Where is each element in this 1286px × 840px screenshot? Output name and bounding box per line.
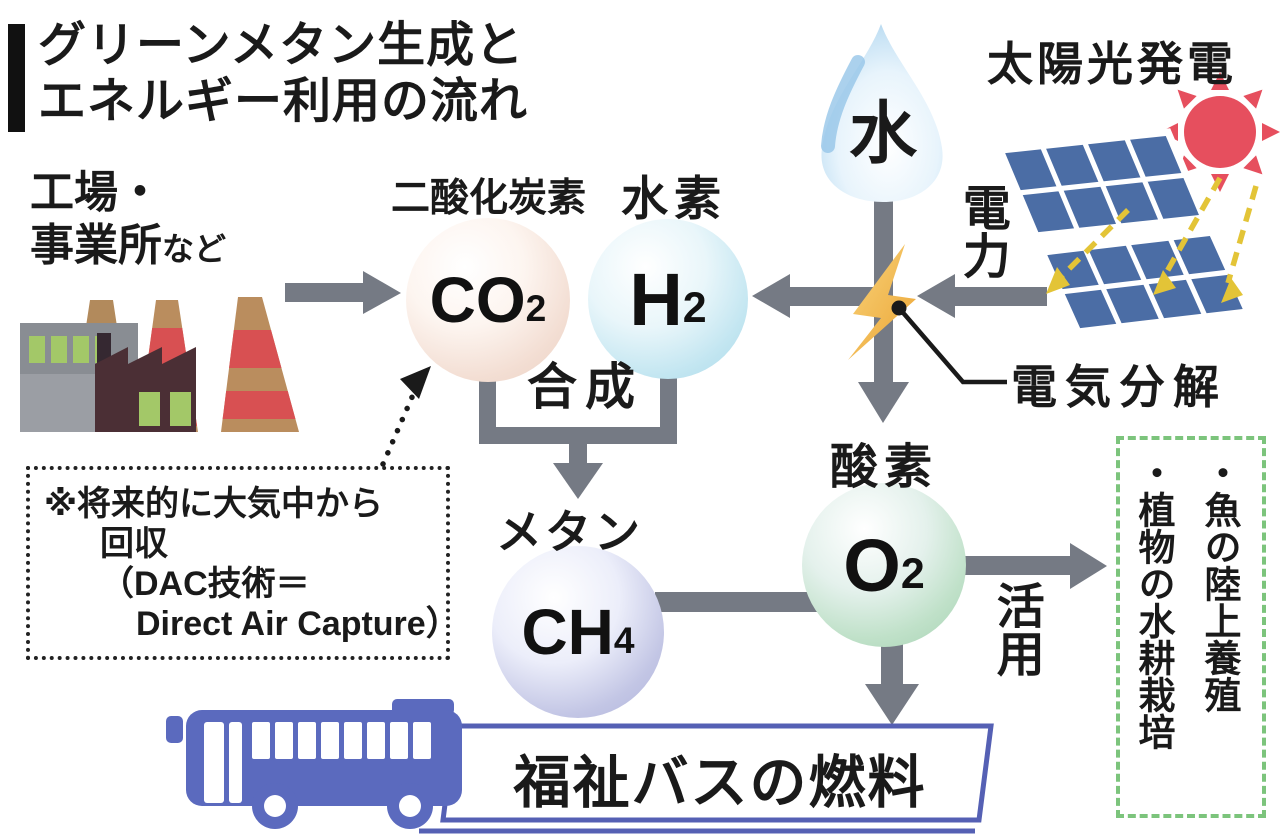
synthesis-label: 合成 bbox=[527, 359, 643, 415]
solar-power-label: 太陽光発電 bbox=[987, 38, 1237, 90]
title-line2: エネルギー利用の流れ bbox=[38, 75, 529, 128]
electric-power-label: 電力 bbox=[954, 183, 1008, 279]
co2-name-label: 二酸化炭素 bbox=[391, 177, 587, 220]
dac-note-line4: Direct Air Capture） bbox=[136, 605, 460, 643]
title-accent-bar bbox=[8, 24, 25, 132]
arrow-electrolysis-to-h2 bbox=[752, 274, 885, 318]
ch4-name-label: メタン bbox=[496, 506, 643, 558]
bus-icon bbox=[166, 699, 462, 829]
fuel-box-label: 福祉バスの燃料 bbox=[513, 751, 927, 815]
arrow-factory-to-co2 bbox=[285, 271, 401, 314]
dac-note-line2: 回収 bbox=[100, 525, 168, 563]
oxygen-use-item-hydroponics: ・植物の水耕栽培 bbox=[1133, 454, 1174, 750]
factory-icon bbox=[20, 297, 299, 432]
h2-name-label: 水素 bbox=[621, 172, 727, 225]
solar-panel-icon bbox=[994, 128, 1259, 336]
utilization-label: 活用 bbox=[988, 581, 1042, 677]
page-title: グリーンメタン生成と エネルギー利用の流れ bbox=[38, 18, 528, 130]
water-drop-icon bbox=[821, 24, 943, 202]
oxygen-use-box: ・魚の陸上養殖 ・植物の水耕栽培 bbox=[1116, 436, 1266, 818]
factory-label: 工場・ 事業所など bbox=[30, 168, 227, 270]
o2-name-label: 酸素 bbox=[830, 441, 939, 494]
dac-note-line1: ※将来的に大気中から bbox=[44, 485, 384, 523]
electrolysis-label: 電気分解 bbox=[1011, 361, 1227, 413]
lightning-icon bbox=[848, 244, 1007, 385]
oxygen-use-item-aquaculture: ・魚の陸上養殖 bbox=[1199, 454, 1240, 713]
sunlight-arrows bbox=[1060, 176, 1259, 284]
connector-synthesis bbox=[479, 370, 677, 499]
arrow-o2-to-use bbox=[960, 543, 1107, 589]
dac-note-line3: （DAC技術＝ bbox=[100, 565, 310, 603]
arrow-solar-to-electrolysis bbox=[917, 274, 1047, 318]
dac-note-box: ※将来的に大気中から 回収 （DAC技術＝ Direct Air Capture… bbox=[26, 466, 460, 660]
dotted-arrow-dac-to-co2 bbox=[380, 366, 431, 467]
water-label: 水 bbox=[848, 96, 917, 172]
title-line1: グリーンメタン生成と bbox=[38, 19, 525, 72]
